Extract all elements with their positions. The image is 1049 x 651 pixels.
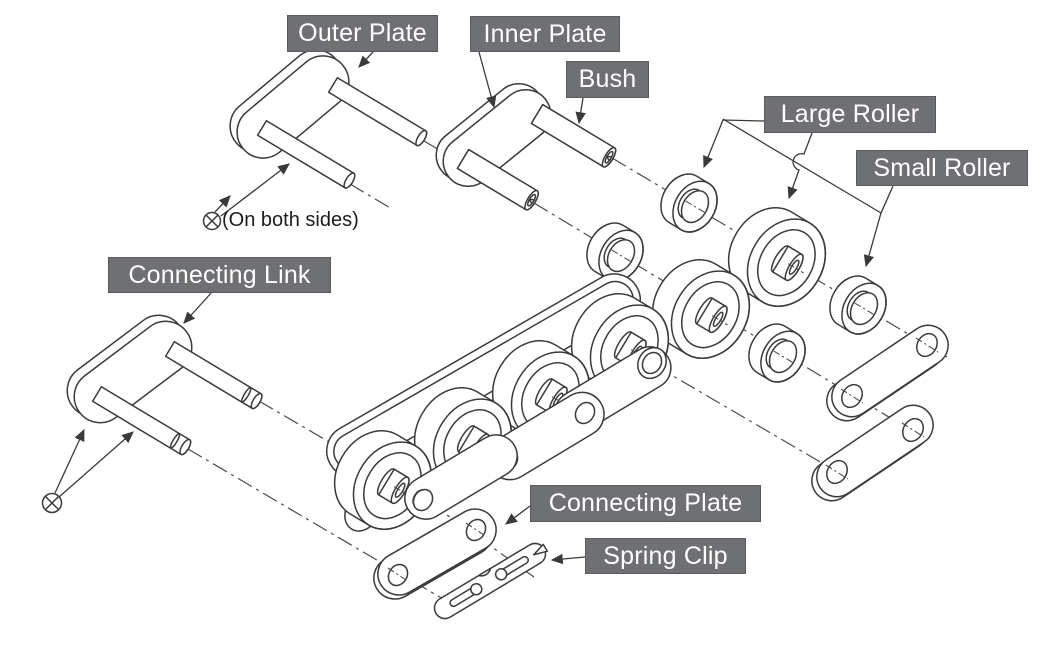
label-connecting-plate: Connecting Plate [530, 485, 761, 522]
pin [256, 119, 356, 189]
inner-link-plate-right-lower [811, 404, 934, 502]
label-spring-clip: Spring Clip [585, 538, 746, 574]
small-roller-part [651, 165, 727, 241]
assembled-chain [318, 273, 685, 545]
label-inner-plate: Inner Plate [470, 16, 620, 52]
inner-link-plate-right-upper [826, 324, 949, 422]
pin-with-groove [164, 340, 263, 410]
label-large-roller: Large Roller [764, 96, 936, 133]
on-both-sides-note: (On both sides) [222, 209, 359, 231]
small-roller-part [739, 315, 815, 391]
connecting-link-part [66, 314, 263, 456]
connecting-plate-part [373, 508, 497, 600]
label-small-roller: Small Roller [856, 150, 1028, 186]
small-roller-part [820, 267, 896, 343]
outer-plate-part [229, 49, 428, 189]
inner-plate-part [435, 82, 617, 211]
pin-with-groove [91, 385, 192, 456]
leader-lines [54, 51, 894, 565]
label-bush: Bush [566, 61, 649, 98]
spring-clip-part [433, 542, 549, 620]
bush [456, 148, 539, 211]
bush [530, 103, 617, 168]
circle-cross-icon [202, 211, 222, 231]
label-connecting-link: Connecting Link [108, 257, 331, 293]
pin [327, 76, 428, 147]
circle-cross-icon [41, 492, 63, 514]
label-outer-plate: Outer Plate [287, 15, 438, 52]
